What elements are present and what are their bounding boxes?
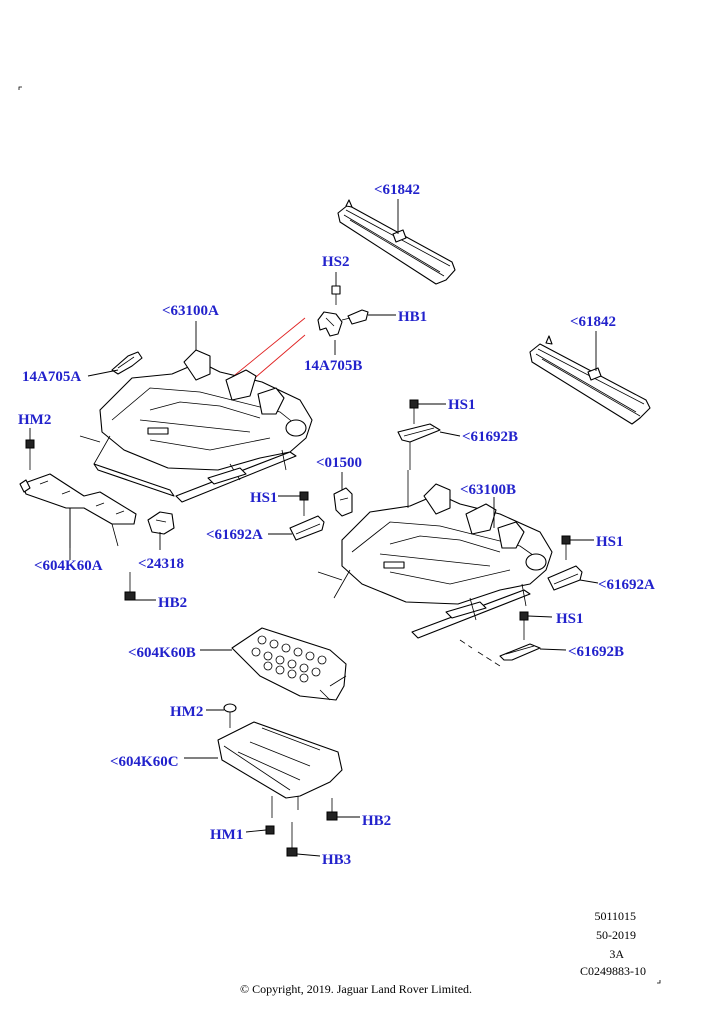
- bracket-61692b-lower: [499, 643, 541, 661]
- pin-hm2-lower: [223, 703, 237, 728]
- pin-hm2-left: [25, 439, 35, 470]
- callout-hb2-lower[interactable]: HB2: [362, 813, 391, 829]
- callout-24318[interactable]: <24318: [138, 556, 184, 572]
- footer-code-4: C0249883-10: [580, 964, 646, 978]
- callout-14a705a[interactable]: 14A705A: [22, 369, 81, 385]
- callout-hb3[interactable]: HB3: [322, 852, 351, 868]
- callout-61692b-upper[interactable]: <61692B: [462, 429, 518, 445]
- callout-61692b-lower[interactable]: <61692B: [568, 644, 624, 660]
- callout-63100a[interactable]: <63100A: [162, 303, 219, 319]
- callout-61842-top[interactable]: <61842: [374, 182, 420, 198]
- callout-63100b[interactable]: <63100B: [460, 482, 516, 498]
- plate-604k60c: [217, 721, 343, 818]
- callout-61692a-left[interactable]: <61692A: [206, 527, 263, 543]
- cover-24318: [147, 511, 175, 535]
- callout-hs1-upper-right[interactable]: HS1: [448, 397, 476, 413]
- callout-604k60b[interactable]: <604K60B: [128, 645, 196, 661]
- callout-hb1[interactable]: HB1: [398, 309, 427, 325]
- footer-code-3: 3A: [609, 947, 624, 961]
- callout-hs1-left[interactable]: HS1: [250, 490, 278, 506]
- callout-hm2-left[interactable]: HM2: [18, 412, 51, 428]
- bracket-604k60a: [19, 473, 137, 548]
- bracket-14a705b: [317, 311, 343, 337]
- bracket-61692a-right: [547, 565, 583, 591]
- callout-604k60c[interactable]: <604K60C: [110, 754, 179, 770]
- callout-01500[interactable]: <01500: [316, 455, 362, 471]
- bolt-hs1-left: [299, 491, 309, 516]
- callout-hm2-lower[interactable]: HM2: [170, 704, 203, 720]
- corner-mark-bottom-right: [657, 980, 661, 984]
- callout-hm1[interactable]: HM1: [210, 827, 243, 843]
- callout-14a705b[interactable]: 14A705B: [304, 358, 362, 374]
- copyright-text: © Copyright, 2019. Jaguar Land Rover Lim…: [240, 982, 472, 996]
- bracket-61692b-upper: [397, 423, 441, 470]
- module-604k60b: [231, 627, 347, 701]
- callout-604k60a[interactable]: <604K60A: [34, 558, 103, 574]
- corner-mark-top-left: [18, 86, 22, 90]
- bolt-hb2-lower: [326, 798, 338, 821]
- callout-hs1-right[interactable]: HS1: [596, 534, 624, 550]
- bolt-hs1-lower: [519, 611, 529, 640]
- clip-14a705a: [111, 351, 143, 375]
- callout-hs2[interactable]: HS2: [322, 254, 350, 270]
- callout-hb2-upper[interactable]: HB2: [158, 595, 187, 611]
- bolt-hb3: [286, 822, 298, 857]
- bolt-hb1: [341, 309, 369, 325]
- bolt-hs1-right: [561, 535, 571, 560]
- footer-code-2: 50-2019: [596, 928, 636, 942]
- rail-61842-top: [337, 199, 456, 285]
- callout-61842-right[interactable]: <61842: [570, 314, 616, 330]
- bolt-hs2: [331, 285, 341, 305]
- rail-61842-right: [529, 335, 651, 425]
- bolt-hs1-upper-right: [409, 399, 419, 424]
- callout-hs1-lower[interactable]: HS1: [556, 611, 584, 627]
- pin-hm1: [265, 825, 275, 835]
- seat-frame-63100b: [317, 470, 553, 639]
- bracket-61692a-left: [289, 515, 325, 541]
- footer-code-1: 5011015: [594, 909, 636, 923]
- seat-frame-63100a: [79, 349, 313, 503]
- clip-01500: [333, 487, 353, 517]
- callout-61692a-right[interactable]: <61692A: [598, 577, 655, 593]
- bolt-hb2-upper: [124, 572, 136, 601]
